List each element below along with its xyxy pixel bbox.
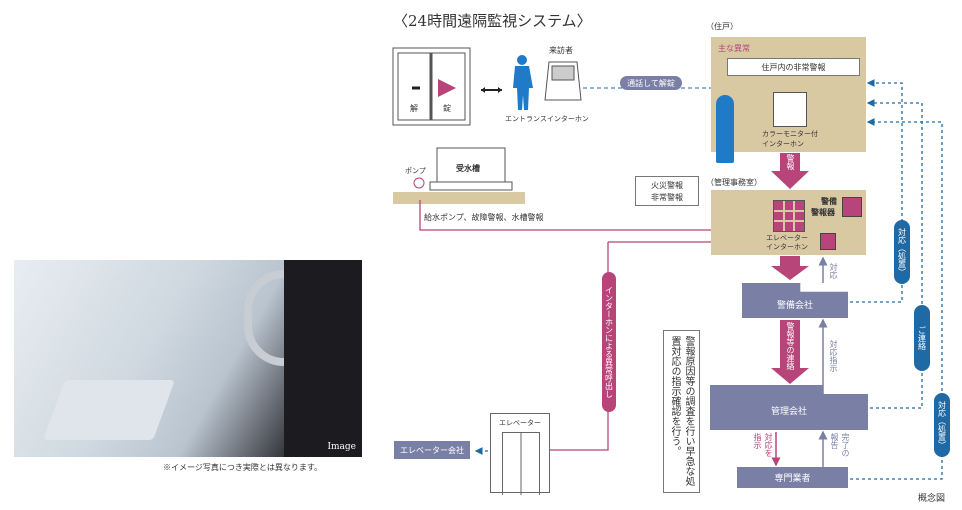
- elevator-label: エレベーター: [499, 419, 541, 427]
- elevator-company-label: エレベーター会社: [400, 445, 464, 455]
- resident-figure-icon: [716, 95, 734, 163]
- pump-alarm-label: 給水ポンプ、故障警報、水槽警報: [424, 213, 544, 222]
- response-pill-1-label: 対応（処置）: [897, 228, 907, 276]
- management-company-label: 管理会社: [770, 407, 807, 417]
- response-pill-2-label: 対応（処置）: [937, 401, 947, 449]
- instruct-label: 対応を指示: [753, 433, 773, 457]
- response-pill-2: 対応（処置）: [934, 393, 950, 457]
- image-badge: Image: [327, 442, 356, 452]
- intercom-line2: インターホン: [762, 140, 804, 148]
- contact-pill: ご連絡: [914, 305, 930, 371]
- contractor-label: 専門業者: [774, 474, 811, 484]
- guard-alarm-icon: [842, 197, 862, 217]
- intercom-call-pill: インターホンによる異常呼出し: [602, 272, 616, 412]
- guard-alarm-line2: 警報器: [811, 207, 835, 217]
- operator-photo: Image: [14, 260, 362, 457]
- pump-label: ポンプ: [405, 167, 426, 175]
- report-label: 完了の報告: [830, 433, 850, 457]
- management-callout: 警報原因等の調査を行い早急な処置対応の指示確認を行う。: [663, 330, 700, 493]
- photo-caption: ※イメージ写真につき実際とは異なります。: [163, 463, 323, 472]
- alarm-contact-label: 警報等の連絡: [786, 322, 795, 370]
- call-unlock-pill: 通話して解錠: [620, 76, 682, 90]
- dwelling-box: 主な異常 住戸内の非常警報 カラーモニター付 インターホン: [711, 37, 866, 152]
- intercom-line1: カラーモニター付: [762, 130, 818, 138]
- elevator-intercom-icon: [820, 233, 836, 250]
- dwelling-alarm-label: 住戸内の非常警報: [761, 62, 826, 72]
- elevator-icon: エレベーター: [490, 413, 550, 495]
- response-pill-1: 対応（処置）: [894, 220, 910, 284]
- guard-alarm-line1: 警備: [821, 196, 837, 206]
- concept-diagram-label: 概念図: [918, 494, 946, 504]
- dwelling-alarm-box: 住戸内の非常警報: [727, 58, 860, 76]
- management-callout-text: 警報原因等の調査を行い早急な処置対応の指示確認を行う。: [669, 336, 694, 486]
- callout-fire-alarm: 火災警報: [651, 181, 683, 190]
- main-abnormal-heading: 主な異常: [718, 44, 750, 53]
- elevator-intercom-line1: エレベーター: [766, 234, 808, 242]
- color-monitor-intercom-icon: [773, 92, 807, 127]
- callout-emergency-alarm: 非常警報: [651, 193, 683, 202]
- contact-pill-label: ご連絡: [917, 326, 927, 350]
- dwelling-label: （住戸）: [706, 22, 738, 31]
- office-label: （管理事務室）: [706, 178, 762, 187]
- alarm-arrow-label: 警報: [786, 154, 795, 170]
- tank-label: 受水槽: [456, 163, 480, 173]
- elevator-company-box: エレベーター会社: [394, 441, 470, 459]
- office-box: 警備 警報器 エレベーター インターホン: [711, 190, 866, 255]
- contractor-box: 専門業者: [737, 467, 848, 488]
- response-instruction-label: 対応指示: [829, 340, 838, 372]
- lock-label: 錠: [443, 104, 451, 113]
- alarm-panel-icon: [773, 200, 805, 232]
- response-label: 対応: [829, 263, 838, 279]
- unlock-label: 解: [410, 104, 418, 113]
- entrance-intercom-label: エントランスインターホン: [505, 115, 589, 123]
- fire-alarm-callout: 火災警報 非常警報: [635, 176, 699, 206]
- elevator-intercom-line2: インターホン: [766, 243, 808, 251]
- security-company-label: 警備会社: [776, 301, 813, 311]
- diagram-title: 〈24時間遠隔監視システム〉: [393, 12, 592, 30]
- call-unlock-label: 通話して解錠: [627, 78, 675, 88]
- intercom-call-label: インターホンによる異常呼出し: [604, 286, 614, 398]
- visitor-label: 来訪者: [549, 46, 573, 55]
